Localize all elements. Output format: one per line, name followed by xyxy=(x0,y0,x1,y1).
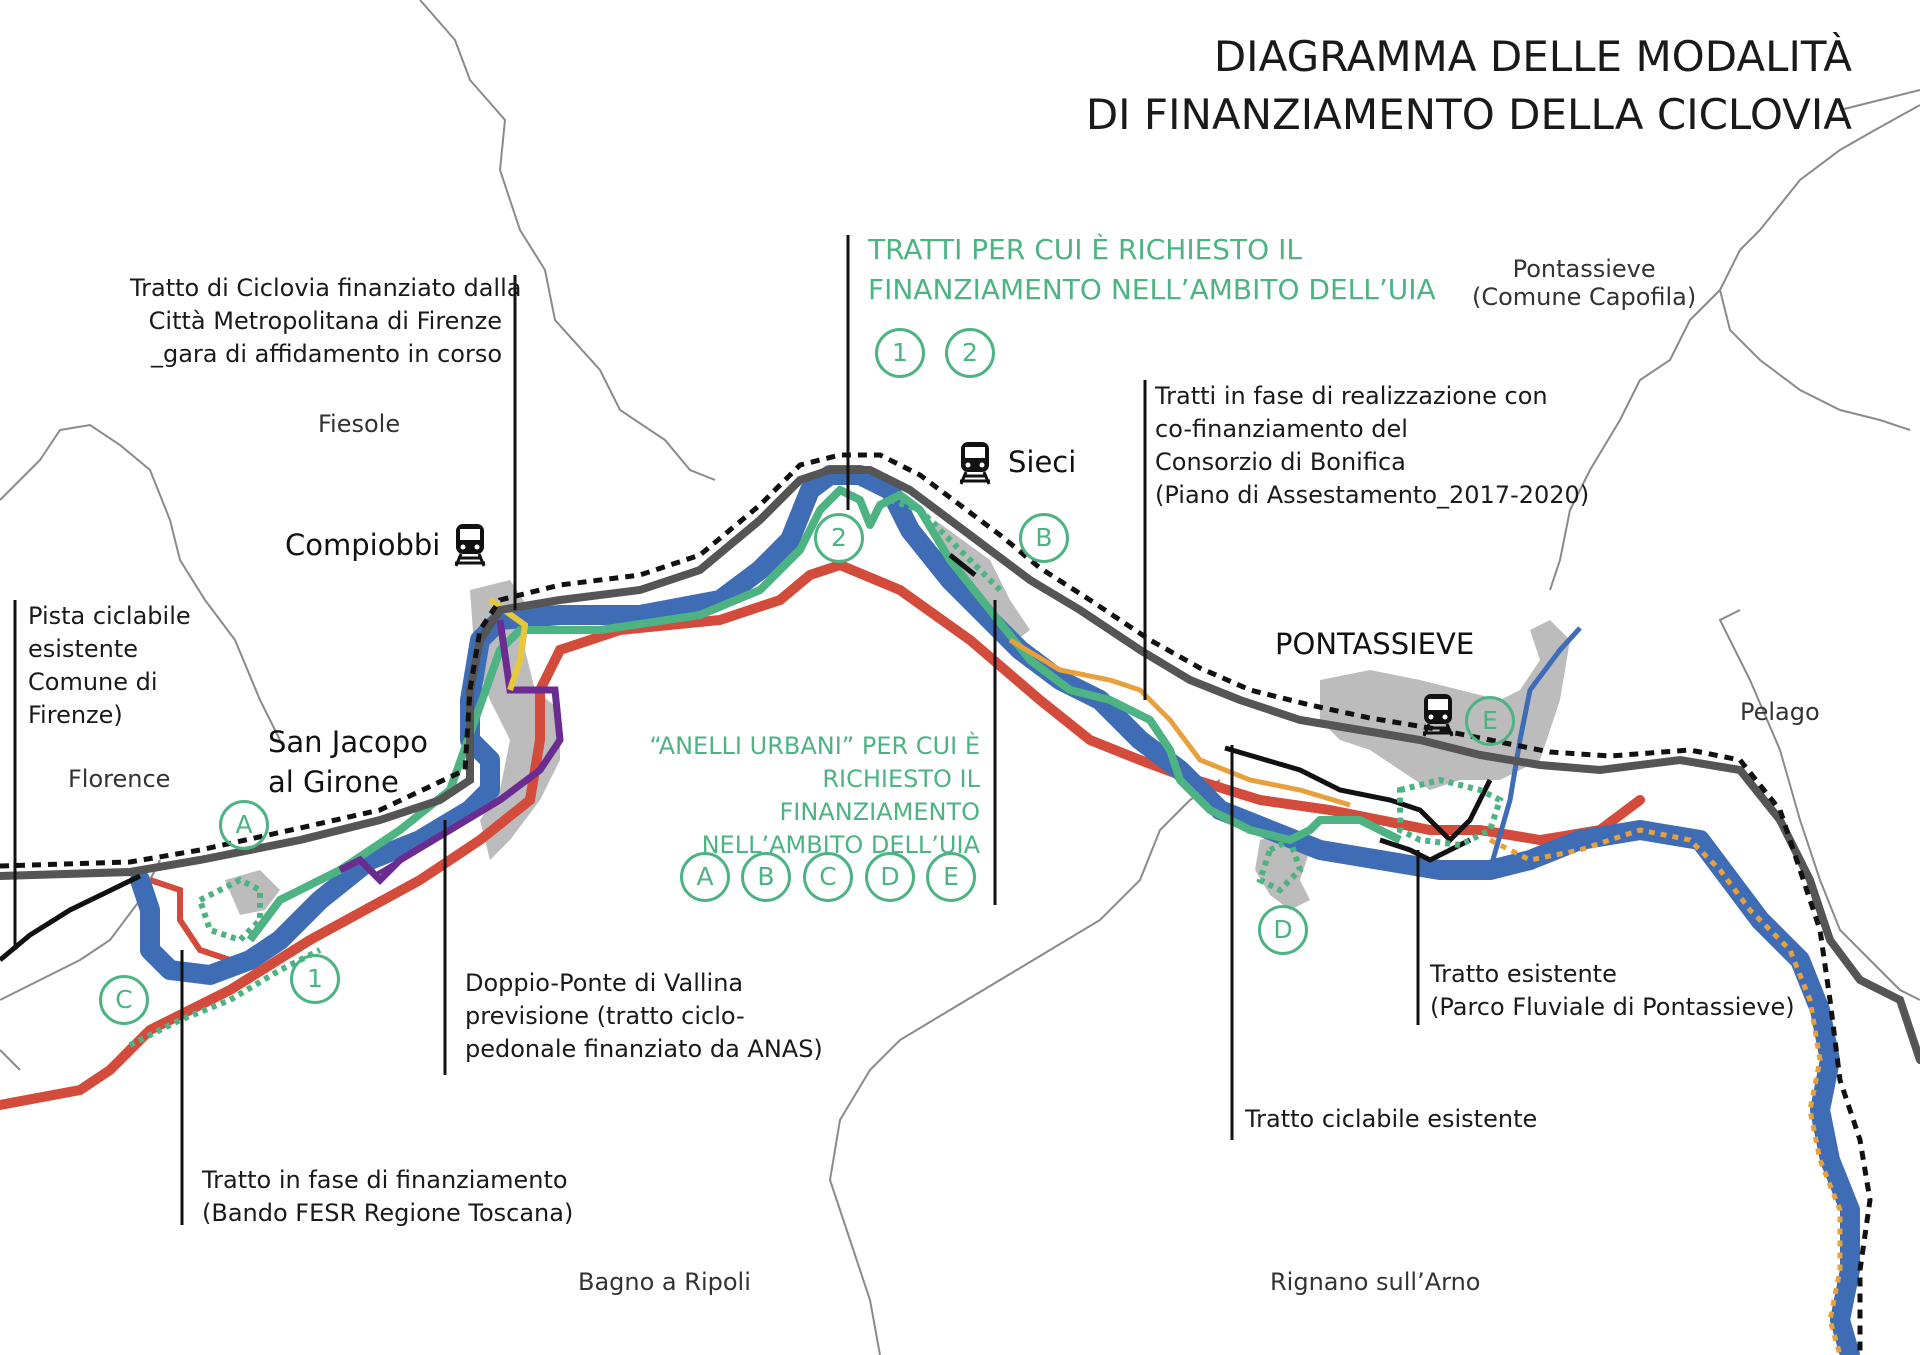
label-pontassieve-capofila-1: Pontassieve xyxy=(1512,255,1656,283)
train-station-icon xyxy=(1422,694,1454,737)
map-badge-a: A xyxy=(219,800,269,850)
label-bagno-a-ripoli: Bagno a Ripoli xyxy=(578,1268,751,1296)
note-line: pedonale finanziato da ANAS) xyxy=(465,1035,823,1063)
note-line: Città Metropolitana di Firenze xyxy=(148,307,502,335)
note-line: (Parco Fluviale di Pontassieve) xyxy=(1430,993,1795,1021)
badge-1: 1 xyxy=(875,328,925,378)
leader-lines xyxy=(13,235,1420,1225)
badge-a: A xyxy=(680,852,730,902)
note-line: esistente xyxy=(28,635,139,663)
train-station-icon xyxy=(959,442,991,485)
map-badge-e: E xyxy=(1465,696,1515,746)
label-pontassieve-capofila-2: (Comune Capofila) xyxy=(1472,283,1697,311)
map-badge-2: 2 xyxy=(814,513,864,563)
note-parco-fluviale: Tratto esistente (Parco Fluviale di Pont… xyxy=(1430,958,1795,1024)
note-pista-ciclabile: Pista ciclabile esistente Comune di Fire… xyxy=(28,600,191,732)
label-pelago: Pelago xyxy=(1740,698,1820,726)
label-compiobbi: Compiobbi xyxy=(285,528,441,562)
note-ciclabile-esistente: Tratto ciclabile esistente xyxy=(1245,1105,1538,1133)
uia-tratti-heading: TRATTI PER CUI È RICHIESTO IL FINANZIAME… xyxy=(868,230,1436,310)
note-line: (Bando FESR Regione Toscana) xyxy=(202,1199,574,1227)
heading-line: “ANELLI URBANI” PER CUI È xyxy=(649,732,980,760)
note-line: Tratto esistente xyxy=(1430,960,1617,988)
badge-b: B xyxy=(741,852,791,902)
note-line: _gara di affidamento in corso xyxy=(150,340,502,368)
label-pontassieve: PONTASSIEVE xyxy=(1275,627,1475,661)
note-line: Tratti in fase di realizzazione con xyxy=(1155,382,1548,410)
note-doppio-ponte: Doppio-Ponte di Vallina previsione (trat… xyxy=(465,967,823,1066)
badge-d: D xyxy=(865,852,915,902)
heading-line: NELL’AMBITO DELL’UIA xyxy=(701,831,980,859)
label-fiesole: Fiesole xyxy=(318,410,401,438)
note-line: previsione (tratto ciclo- xyxy=(465,1002,745,1030)
note-citta-metropolitana: Tratto di Ciclovia finanziato dalla Citt… xyxy=(130,272,522,371)
note-consorzio: Tratti in fase di realizzazione con co-f… xyxy=(1155,380,1589,512)
map-badge-c: C xyxy=(99,975,149,1025)
note-line: (Piano di Assestamento_2017-2020) xyxy=(1155,481,1590,509)
orange-route xyxy=(1008,637,1351,808)
red-route xyxy=(0,559,1645,1110)
note-line: Firenze) xyxy=(28,701,123,729)
note-line: Comune di xyxy=(28,668,158,696)
orange-dotted-route xyxy=(1488,827,1843,1355)
grey-route xyxy=(0,466,1920,1064)
note-line: co-finanziamento del xyxy=(1155,415,1408,443)
blue-branch xyxy=(1487,626,1582,871)
label-san-jacopo-2: al Girone xyxy=(268,765,399,799)
label-florence: Florence xyxy=(68,765,171,793)
note-line: Tratto di Ciclovia finanziato dalla xyxy=(130,274,522,302)
map-badge-d: D xyxy=(1258,905,1308,955)
badge-e: E xyxy=(926,852,976,902)
note-line: Pista ciclabile xyxy=(28,602,191,630)
heading-line: TRATTI PER CUI È RICHIESTO IL xyxy=(868,233,1302,266)
railway-dotted xyxy=(0,452,1873,1355)
title-line-1: DIAGRAMMA DELLE MODALITÀ xyxy=(1213,32,1852,81)
train-station-icon xyxy=(454,524,486,567)
note-fesr: Tratto in fase di finanziamento (Bando F… xyxy=(202,1164,573,1230)
heading-line: FINANZIAMENTO NELL’AMBITO DELL’UIA xyxy=(868,273,1436,306)
note-line: Consorzio di Bonifica xyxy=(1155,448,1406,476)
label-pontassieve-capofila: Pontassieve (Comune Capofila) xyxy=(1472,255,1696,311)
map-badge-1: 1 xyxy=(290,954,340,1004)
title-line-2: DI FINANZIAMENTO DELLA CICLOVIA xyxy=(1085,90,1852,139)
note-line: Doppio-Ponte di Vallina xyxy=(465,969,744,997)
badge-2: 2 xyxy=(945,328,995,378)
map-title: DIAGRAMMA DELLE MODALITÀ DI FINANZIAMENT… xyxy=(1086,28,1852,144)
map-badge-b: B xyxy=(1019,513,1069,563)
heading-line: RICHIESTO IL FINANZIAMENTO xyxy=(779,765,980,826)
label-san-jacopo: San Jacopo al Girone xyxy=(268,722,428,802)
label-rignano: Rignano sull’Arno xyxy=(1270,1268,1481,1296)
label-sieci: Sieci xyxy=(1008,445,1077,479)
label-san-jacopo-1: San Jacopo xyxy=(268,725,428,759)
badge-c: C xyxy=(803,852,853,902)
anelli-urbani-heading: “ANELLI URBANI” PER CUI È RICHIESTO IL F… xyxy=(620,730,980,862)
note-line: Tratto in fase di finanziamento xyxy=(202,1166,568,1194)
